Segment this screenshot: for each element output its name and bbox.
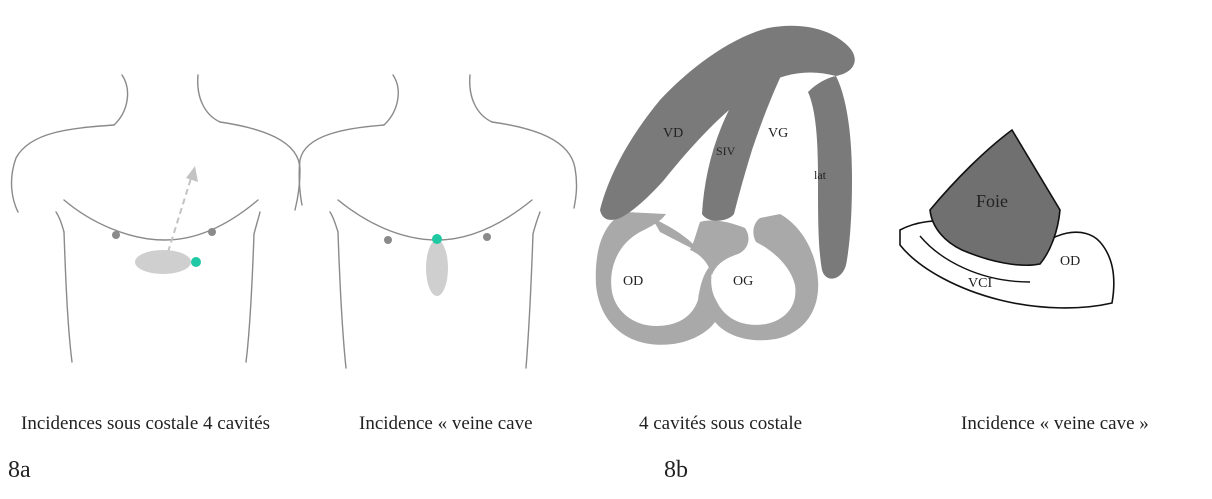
left-nipple	[384, 236, 392, 244]
armpit-right-line	[533, 212, 540, 234]
armpit-right-line	[254, 212, 260, 234]
crux-structure	[690, 220, 749, 275]
probe-direction-arrow-shaft	[168, 175, 192, 252]
shoulder-left-line	[12, 125, 114, 212]
label-lat: lat	[814, 168, 827, 182]
label-siv: SIV	[716, 144, 736, 158]
neck-left-line	[384, 75, 398, 125]
label-vci: VCI	[968, 276, 992, 291]
shoulder-left-line	[299, 125, 384, 205]
label-foie: Foie	[976, 191, 1008, 211]
torso-vena-cava-panel	[299, 75, 576, 368]
probe-marker-dot	[191, 257, 201, 267]
figure-id-8b: 8b	[664, 457, 688, 484]
chest-line	[64, 200, 258, 240]
four-chamber-heart: VD SIV VG lat OD OG	[596, 26, 855, 345]
liver-ivc-diagram: Foie OD VCI	[900, 130, 1114, 308]
armpit-left-line	[56, 212, 64, 232]
shoulder-right-line	[220, 122, 300, 210]
probe-footprint-vertical	[426, 240, 448, 296]
chest-line	[338, 200, 532, 240]
caption-vena-cava-8b: Incidence « veine cave »	[961, 413, 1149, 435]
torso-right-side	[246, 234, 254, 362]
caption-vena-cava-8a: Incidence « veine cave	[359, 413, 533, 435]
right-nipple	[483, 233, 491, 241]
neck-left-line	[114, 75, 128, 125]
label-vg: VG	[768, 126, 788, 141]
left-nipple	[112, 231, 120, 239]
neck-right-line	[470, 75, 492, 122]
torso-left-side	[64, 232, 72, 362]
figure-id-8a: 8a	[8, 457, 31, 484]
caption-four-chamber-8b: 4 cavités sous costale	[639, 413, 802, 435]
probe-footprint-horizontal	[135, 250, 191, 274]
probe-direction-arrow-head	[186, 166, 198, 182]
shoulder-right-line	[492, 122, 577, 208]
caption-subcostal-4-chamber: Incidences sous costale 4 cavités	[21, 413, 270, 435]
torso-left-side	[338, 232, 346, 368]
right-nipple	[208, 228, 216, 236]
label-od: OD	[1060, 254, 1080, 269]
probe-marker-dot	[432, 234, 442, 244]
label-od: OD	[623, 274, 643, 289]
torso-right-side	[526, 234, 533, 368]
label-og: OG	[733, 274, 753, 289]
neck-right-line	[198, 75, 220, 122]
armpit-left-line	[330, 212, 338, 232]
label-vd: VD	[663, 126, 683, 141]
torso-subcostal-panel	[12, 75, 300, 362]
